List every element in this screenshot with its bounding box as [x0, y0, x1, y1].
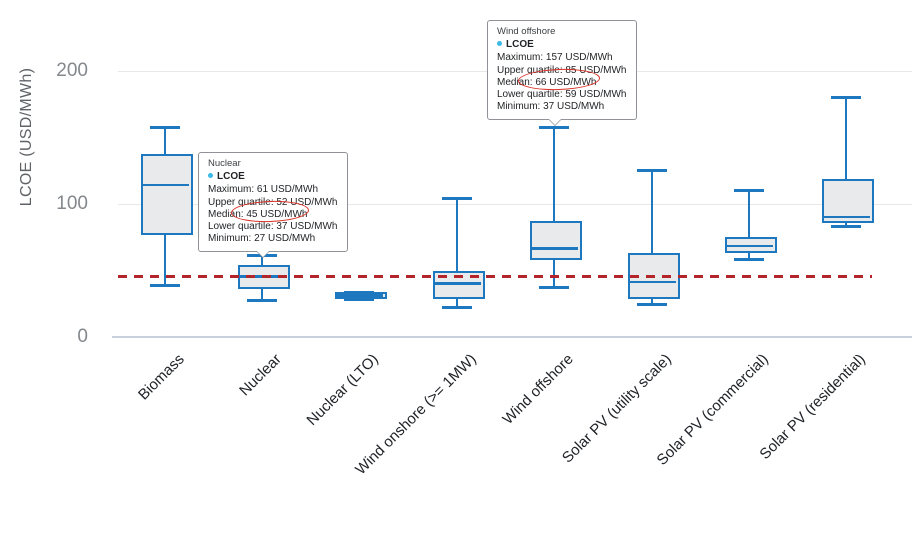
median-line-nuclear-lto [335, 294, 384, 297]
tooltip-upper-quartile: Upper quartile: 52 USD/MWh [208, 196, 338, 208]
tooltip-series-row: LCOE [208, 171, 338, 183]
whisker-cap-min-solar-pv-commercial [733, 257, 764, 261]
whisker-cap-max-solar-pv-utility-scale [636, 168, 667, 172]
tooltip-category: Wind offshore [497, 26, 556, 37]
whisker-cap-max-biomass [149, 126, 180, 130]
tooltip-median: Median: 66 USD/MWh [497, 76, 597, 88]
whisker-cap-max-wind-offshore [539, 126, 570, 130]
y-tick-label-100: 100 [56, 192, 88, 214]
tooltip-category: Nuclear [208, 158, 241, 169]
x-axis-label-wind-offshore: Wind offshore [499, 350, 577, 428]
whisker-cap-min-nuclear [246, 299, 277, 303]
x-axis-label-solar-pv-commercial: Solar PV (commercial) [653, 350, 772, 469]
box-biomass[interactable] [140, 153, 193, 235]
box-solar-pv-residential[interactable] [822, 178, 875, 223]
tooltip-series-name: LCOE [217, 171, 245, 183]
box-wind-offshore[interactable] [530, 221, 583, 261]
y-axis-title: LCOE (USD/MWh) [18, 67, 35, 207]
median-line-biomass [140, 183, 189, 187]
x-axis-label-wind-onshore-1mw: Wind onshore (>= 1MW) [351, 350, 480, 479]
x-axis-label-solar-pv-utility-scale: Solar PV (utility scale) [558, 350, 675, 467]
whisker-cap-max-wind-onshore-1mw [441, 196, 472, 200]
whisker-cap-min-solar-pv-utility-scale [636, 303, 667, 307]
tooltip-nuclear: Nuclear LCOE Maximum: 61 USD/MWh Upper q… [198, 152, 348, 259]
median-line-wind-onshore-1mw [432, 282, 481, 285]
x-axis-line [112, 335, 912, 338]
y-tick-label-0: 0 [77, 325, 88, 347]
x-axis-label-nuclear-lto: Nuclear (LTO) [303, 350, 383, 429]
tooltip-maximum: Maximum: 157 USD/MWh [497, 52, 613, 64]
whisker-stem-bottom-wind-offshore [553, 258, 556, 288]
whisker-stem-bottom-solar-pv-residential [845, 220, 848, 227]
tooltip-minimum: Minimum: 37 USD/MWh [497, 101, 605, 113]
whisker-stem-bottom-biomass [163, 232, 166, 286]
x-axis-label-nuclear: Nuclear [236, 350, 285, 400]
median-line-wind-offshore [530, 247, 579, 250]
median-line-solar-pv-residential [822, 215, 871, 219]
whisker-stem-top-nuclear [260, 255, 263, 268]
whisker-stem-top-wind-onshore-1mw [455, 198, 458, 273]
tooltip-series-row: LCOE [497, 39, 627, 51]
tooltip-upper-quartile: Upper quartile: 85 USD/MWh [497, 64, 627, 76]
tooltip-minimum: Minimum: 27 USD/MWh [208, 233, 316, 245]
whisker-stem-bottom-solar-pv-commercial [747, 251, 750, 260]
whisker-stem-top-solar-pv-residential [845, 97, 848, 181]
lcoe-series-bullet-icon [208, 173, 213, 179]
lcoe-series-bullet-icon [497, 41, 502, 47]
tooltip-series-name: LCOE [506, 39, 534, 51]
y-tick-label-200: 200 [56, 59, 88, 81]
x-axis-label-biomass: Biomass [134, 350, 188, 404]
whisker-stem-bottom-wind-onshore-1mw [455, 296, 458, 308]
median-line-solar-pv-commercial [724, 244, 773, 248]
whisker-stem-top-biomass [163, 127, 166, 156]
tooltip-maximum: Maximum: 61 USD/MWh [208, 184, 319, 196]
gridline-100 [118, 203, 912, 205]
whisker-cap-min-wind-offshore [539, 285, 570, 289]
tooltip-wind-offshore: Wind offshore LCOE Maximum: 157 USD/MWh … [487, 20, 637, 127]
whisker-cap-max-solar-pv-commercial [733, 188, 764, 192]
x-axis-label-solar-pv-residential: Solar PV (residential) [756, 350, 870, 463]
whisker-cap-max-solar-pv-residential [831, 95, 862, 99]
whisker-cap-min-wind-onshore-1mw [441, 305, 472, 309]
tooltip-lower-quartile: Lower quartile: 59 USD/MWh [497, 89, 627, 101]
tooltip-median: Median: 45 USD/MWh [208, 208, 308, 220]
whisker-stem-top-wind-offshore [553, 127, 556, 224]
whisker-stem-bottom-nuclear [260, 287, 263, 301]
whisker-stem-bottom-solar-pv-utility-scale [650, 296, 653, 305]
reference-line [118, 275, 872, 279]
whisker-stem-top-solar-pv-utility-scale [650, 170, 653, 256]
tooltip-lower-quartile: Lower quartile: 37 USD/MWh [208, 221, 338, 233]
whisker-stem-top-solar-pv-commercial [747, 190, 750, 240]
median-line-solar-pv-utility-scale [627, 280, 676, 284]
whisker-cap-min-biomass [149, 284, 180, 288]
whisker-cap-min-nuclear-lto [344, 297, 375, 301]
whisker-cap-min-solar-pv-residential [831, 224, 862, 228]
